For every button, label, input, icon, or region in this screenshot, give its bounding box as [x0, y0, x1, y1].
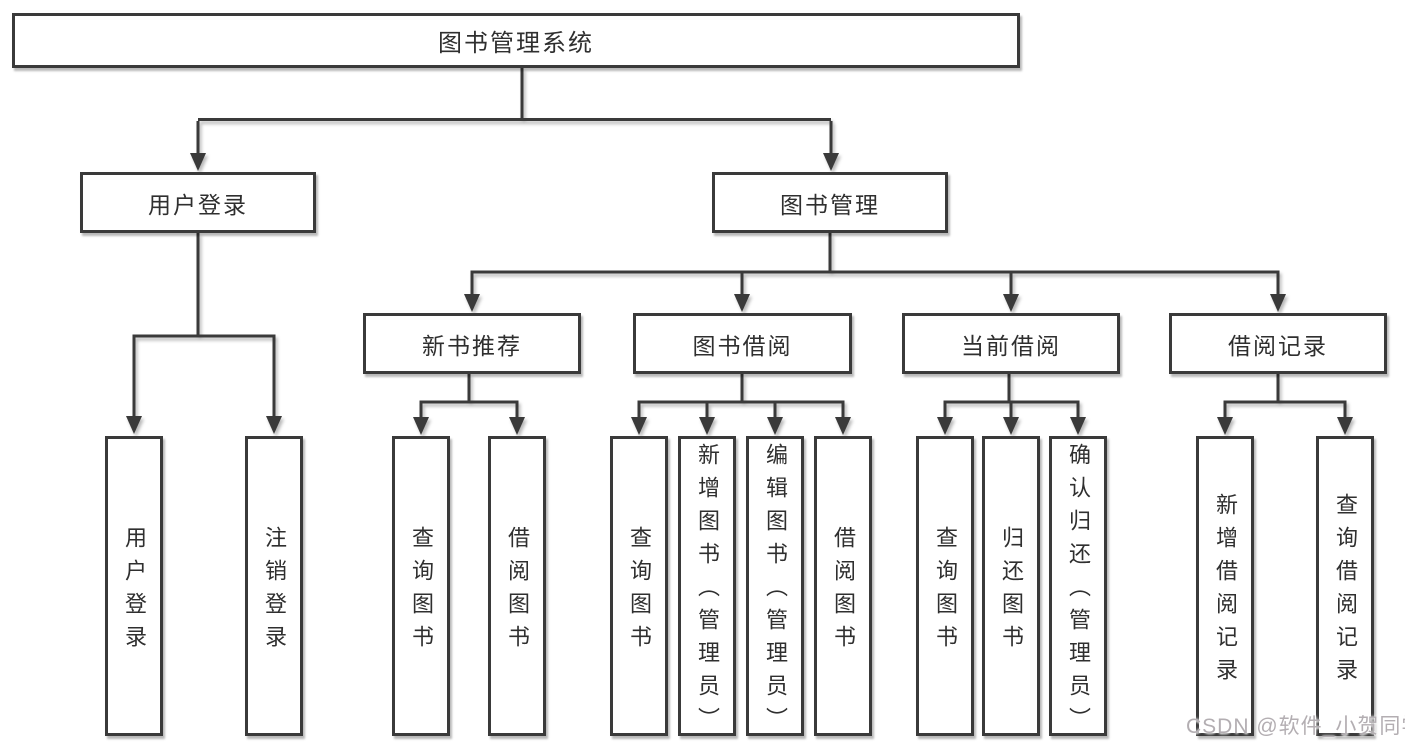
leaf-borrow-books-borrow: 借阅图书 [814, 436, 872, 736]
csdn-watermark: CSDN @软件_小贺同学 [1186, 715, 1405, 738]
leaf-query-books-recommend: 查询图书 [392, 436, 450, 736]
leaf-borrow-books-recommend: 借阅图书 [488, 436, 546, 736]
node-user-login: 用户登录 [80, 172, 316, 233]
branch-user-login [126, 233, 282, 434]
node-book-management: 图书管理 [712, 172, 948, 233]
leaf-edit-books-admin: 编辑图书（管理员） [746, 436, 804, 740]
node-borrow-records: 借阅记录 [1169, 313, 1387, 374]
branch-book-borrow [631, 374, 851, 435]
leaf-user-login: 用户登录 [105, 436, 163, 736]
node-library-management-system: 图书管理系统 [12, 13, 1020, 68]
leaf-add-books-admin: 新增图书（管理员） [678, 436, 736, 740]
node-book-borrow: 图书借阅 [633, 313, 852, 374]
branch-borrow-records [1217, 374, 1353, 435]
leaf-logout-login: 注销登录 [245, 436, 303, 736]
leaf-query-borrow-record: 查询借阅记录 [1316, 436, 1374, 736]
branch-root [190, 68, 839, 171]
branch-book-management [464, 233, 1286, 312]
leaf-query-books-current: 查询图书 [916, 436, 974, 736]
node-current-borrow: 当前借阅 [902, 313, 1120, 374]
leaf-add-borrow-record: 新增借阅记录 [1196, 436, 1254, 736]
leaf-query-books-borrow: 查询图书 [610, 436, 668, 736]
branch-new-book [413, 374, 525, 435]
leaf-return-books: 归还图书 [982, 436, 1040, 736]
leaf-confirm-return-admin: 确认归还（管理员） [1049, 436, 1107, 740]
branch-current-borrow [937, 374, 1086, 435]
node-new-book-recommend: 新书推荐 [363, 313, 581, 374]
